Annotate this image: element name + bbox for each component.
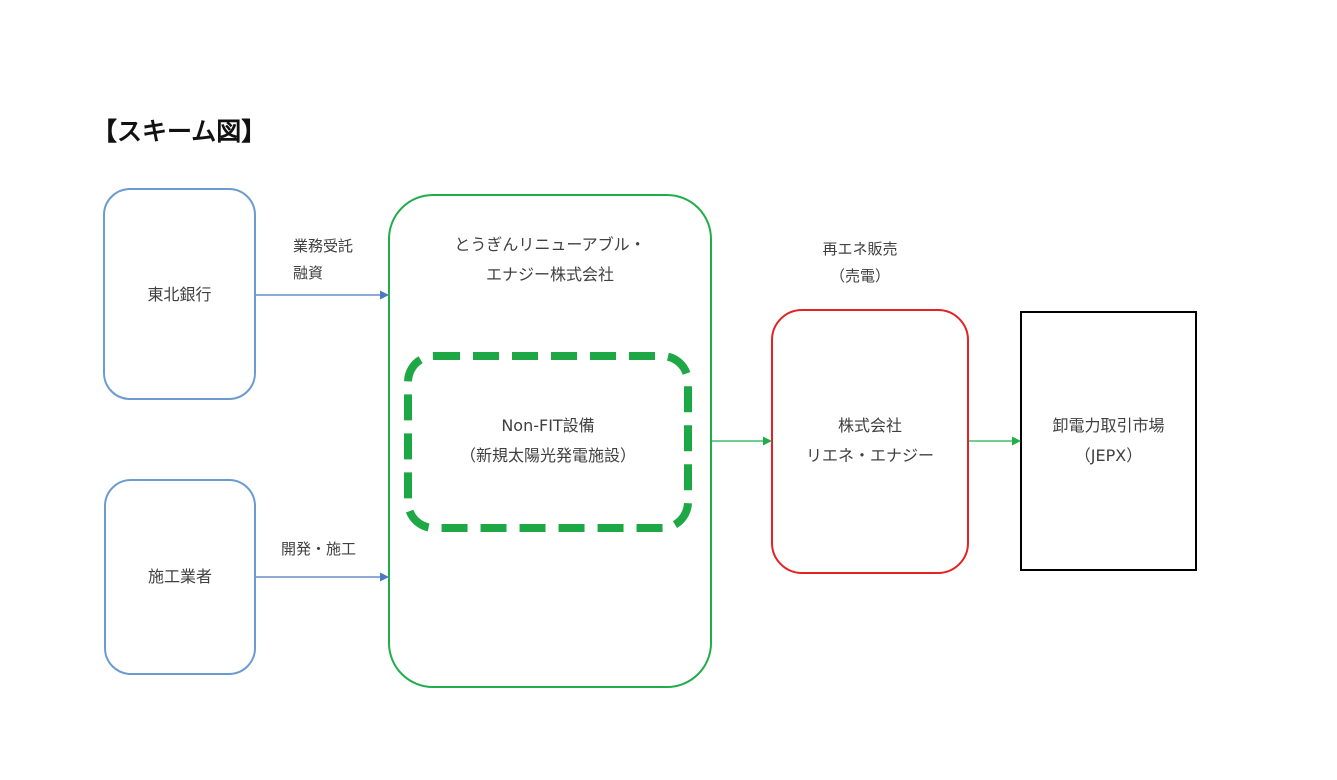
tougin-label: とうぎんリニューアブル・ エナジー株式会社 (389, 230, 711, 290)
contractor-box (104, 479, 256, 675)
rienne-name-line2: リエネ・エナジー (805, 446, 934, 465)
jepx-name-line1: 卸電力取引市場 (1052, 416, 1165, 435)
jepx-label: 卸電力取引市場 （JEPX） (1021, 411, 1196, 471)
bank-to-tougin-label-line2: 融資 (293, 264, 324, 282)
bank-name: 東北銀行 (147, 285, 212, 304)
rienne-label: 株式会社 リエネ・エナジー (772, 411, 968, 471)
bank-box (103, 188, 256, 400)
tougin-name-line1: とうぎんリニューアブル・ (454, 235, 646, 254)
tougin-name-line2: エナジー株式会社 (485, 265, 614, 284)
contractor-label: 施工業者 (105, 562, 255, 592)
tougin-to-rienne-label-line1: 再エネ販売 (822, 240, 898, 258)
bank-label: 東北銀行 (104, 280, 255, 310)
facility-label: Non-FIT設備 （新規太陽光発電施設） (408, 411, 688, 471)
rienne-box (771, 309, 969, 574)
jepx-name-line2: （JEPX） (1074, 446, 1143, 465)
tougin-box (388, 194, 712, 688)
page-title: 【スキーム図】 (92, 117, 267, 146)
facility-name-line1: Non-FIT設備 (501, 416, 595, 435)
facility-dashed-box (404, 352, 692, 532)
jepx-box (1020, 311, 1197, 571)
contractor-name: 施工業者 (147, 567, 212, 586)
contractor-to-tougin-label: 開発・施工 (281, 536, 356, 563)
facility-name-line2: （新規太陽光発電施設） (459, 446, 636, 465)
bank-to-tougin-label-line1: 業務受託 (293, 237, 354, 255)
tougin-to-rienne-label-line2: （売電） (829, 267, 890, 285)
bank-to-tougin-label: 業務受託 融資 (293, 233, 353, 287)
tougin-to-rienne-label: 再エネ販売 （売電） (800, 236, 920, 290)
contractor-to-tougin-label-text: 開発・施工 (281, 540, 357, 558)
rienne-name-line1: 株式会社 (837, 416, 902, 435)
